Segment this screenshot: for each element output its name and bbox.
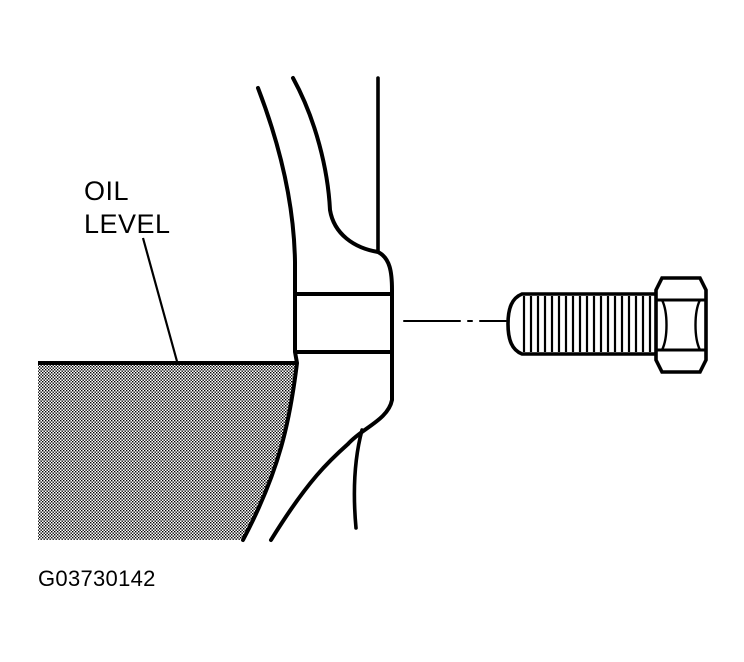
housing-lower-wall [352, 428, 364, 530]
oil-level-label-line1: OIL [84, 176, 129, 206]
oil-fill [38, 363, 295, 540]
drain-plug [506, 276, 708, 374]
figure-code: G03730142 [38, 566, 156, 591]
oil-level-leader [141, 237, 180, 366]
oil-level-label-line2: LEVEL [84, 209, 171, 239]
housing-outer-contour [241, 86, 300, 542]
housing-inner-contour [269, 76, 394, 542]
